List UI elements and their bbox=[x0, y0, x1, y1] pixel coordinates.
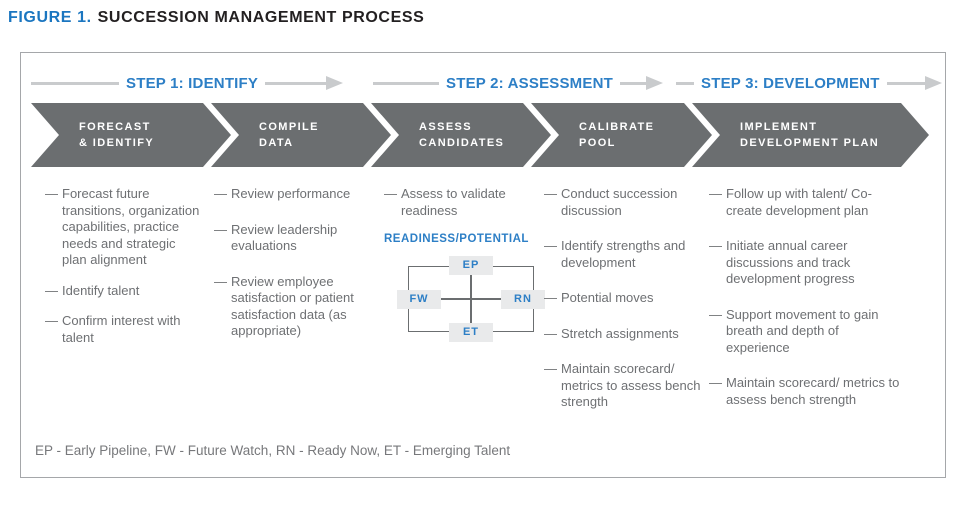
step-3-lead-line bbox=[676, 81, 694, 85]
figure-heading: FIGURE 1. SUCCESSION MANAGEMENT PROCESS bbox=[8, 9, 424, 27]
bullet-item: Review leadership evaluations bbox=[214, 222, 374, 255]
readiness-potential-matrix: EP FW RN ET bbox=[397, 254, 545, 344]
stage-column-compile-data: Review performance Review leadership eva… bbox=[214, 186, 374, 359]
arrow-head-icon bbox=[925, 76, 942, 90]
bullet-item: Review employee satisfaction or patient … bbox=[214, 274, 374, 340]
step-2-arrow-right-icon bbox=[619, 76, 663, 90]
bullet-item: Potential moves bbox=[544, 290, 706, 307]
bullet-item: Maintain scorecard/ metrics to assess be… bbox=[709, 375, 905, 408]
bullet-item: Conduct succession discussion bbox=[544, 186, 706, 219]
bullet-item: Identify strengths and development bbox=[544, 238, 706, 271]
bullet-item: Maintain scorecard/ metrics to assess be… bbox=[544, 361, 706, 411]
bullet-item: Forecast future transitions, organizatio… bbox=[45, 186, 203, 269]
stage-chevron-calibrate-pool: CALIBRATE POOL bbox=[531, 103, 712, 167]
stage-title-line: CANDIDATES bbox=[419, 137, 505, 149]
bullet-item: Follow up with talent/ Co-create develop… bbox=[709, 186, 905, 219]
bullet-item: Identify talent bbox=[45, 283, 203, 300]
stage-title-line: DEVELOPMENT PLAN bbox=[740, 137, 880, 149]
matrix-label-rn: RN bbox=[501, 289, 545, 309]
readiness-potential-title: READINESS/POTENTIAL bbox=[384, 233, 529, 245]
stage-chevron-forecast-identify: FORECAST & IDENTIFY bbox=[31, 103, 231, 167]
stage-title-line: DATA bbox=[259, 137, 294, 149]
stage-title-line: FORECAST bbox=[79, 121, 151, 133]
step-2-label: STEP 2: ASSESSMENT bbox=[446, 74, 613, 92]
arrow-head-icon bbox=[646, 76, 663, 90]
stage-column-calibrate-pool: Conduct succession discussion Identify s… bbox=[544, 186, 706, 430]
stage-title-line: CALIBRATE bbox=[579, 121, 655, 133]
bullet-item: Confirm interest with talent bbox=[45, 313, 203, 346]
stage-title-line: ASSESS bbox=[419, 121, 473, 133]
matrix-label-et: ET bbox=[449, 323, 493, 342]
step-3-label: STEP 3: DEVELOPMENT bbox=[701, 74, 880, 92]
stage-chevron-assess-candidates: ASSESS CANDIDATES bbox=[371, 103, 551, 167]
stage-column-forecast-identify: Forecast future transitions, organizatio… bbox=[45, 186, 203, 360]
stage-title-line: COMPILE bbox=[259, 121, 319, 133]
arrow-shaft bbox=[886, 81, 925, 85]
bullet-item: Assess to validate readiness bbox=[384, 186, 546, 219]
legend-text: EP - Early Pipeline, FW - Future Watch, … bbox=[35, 443, 511, 458]
arrow-shaft bbox=[265, 81, 326, 85]
stage-chevron-compile-data: COMPILE DATA bbox=[211, 103, 391, 167]
diagram-frame: STEP 1: IDENTIFY STEP 2: ASSESSMENT STEP… bbox=[20, 52, 946, 478]
stage-title-line: & IDENTIFY bbox=[79, 137, 155, 149]
bullet-item: Initiate annual career discussions and t… bbox=[709, 238, 905, 288]
arrow-shaft bbox=[619, 81, 646, 85]
process-chevron-band: FORECAST & IDENTIFY COMPILE DATA ASSESS … bbox=[31, 103, 929, 167]
matrix-label-ep: EP bbox=[449, 256, 493, 275]
figure-label: FIGURE 1. bbox=[8, 9, 92, 26]
stage-title-line: IMPLEMENT bbox=[740, 121, 818, 133]
figure-title: SUCCESSION MANAGEMENT PROCESS bbox=[97, 9, 425, 26]
step-2-header: STEP 2: ASSESSMENT bbox=[373, 73, 663, 93]
step-1-header: STEP 1: IDENTIFY bbox=[31, 73, 343, 93]
step-3-arrow-right-icon bbox=[886, 76, 942, 90]
step-3-header: STEP 3: DEVELOPMENT bbox=[676, 73, 942, 93]
arrow-head-icon bbox=[326, 76, 343, 90]
matrix-cross-vertical-line bbox=[470, 273, 472, 325]
step-2-lead-line bbox=[373, 81, 439, 85]
bullet-item: Support movement to gain breath and dept… bbox=[709, 307, 905, 357]
stage-title-line: POOL bbox=[579, 137, 616, 149]
bullet-item: Review performance bbox=[214, 186, 374, 203]
stage-column-assess-candidates: Assess to validate readiness READINESS/P… bbox=[384, 186, 546, 344]
step-1-arrow-right-icon bbox=[265, 76, 343, 90]
bullet-item: Stretch assignments bbox=[544, 326, 706, 343]
step-1-lead-line bbox=[31, 81, 119, 85]
stage-column-implement-development-plan: Follow up with talent/ Co-create develop… bbox=[709, 186, 905, 427]
stage-chevron-implement-development-plan: IMPLEMENT DEVELOPMENT PLAN bbox=[692, 103, 929, 167]
step-1-label: STEP 1: IDENTIFY bbox=[126, 74, 259, 92]
matrix-label-fw: FW bbox=[397, 289, 441, 309]
